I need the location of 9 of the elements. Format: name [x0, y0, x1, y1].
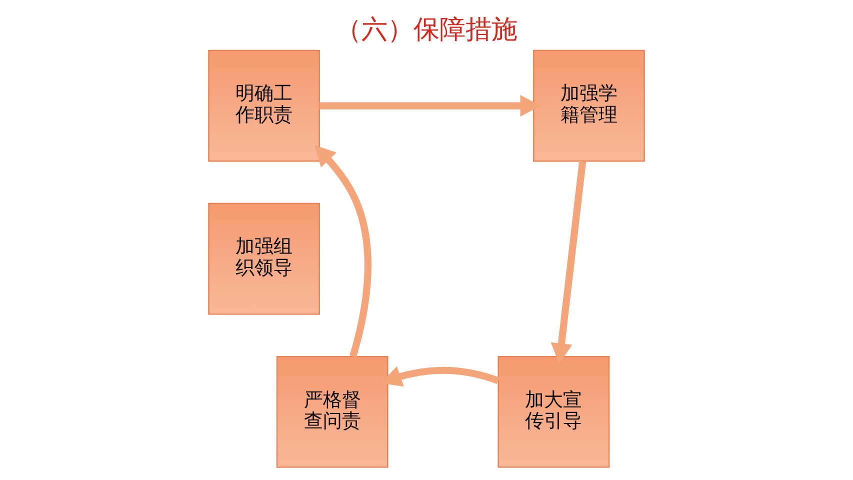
arrow — [320, 95, 541, 117]
node-box: 加强组织领导 — [208, 202, 320, 315]
diagram-title: （六）保障措施 — [336, 15, 518, 46]
node-box: 加强学籍管理 — [533, 50, 645, 162]
node-box: 加大宣传引导 — [498, 356, 610, 468]
arrow — [550, 160, 586, 364]
node-box: 明确工作职责 — [208, 50, 320, 162]
arrow — [314, 145, 372, 358]
node-box: 严格督查问责 — [276, 356, 388, 468]
